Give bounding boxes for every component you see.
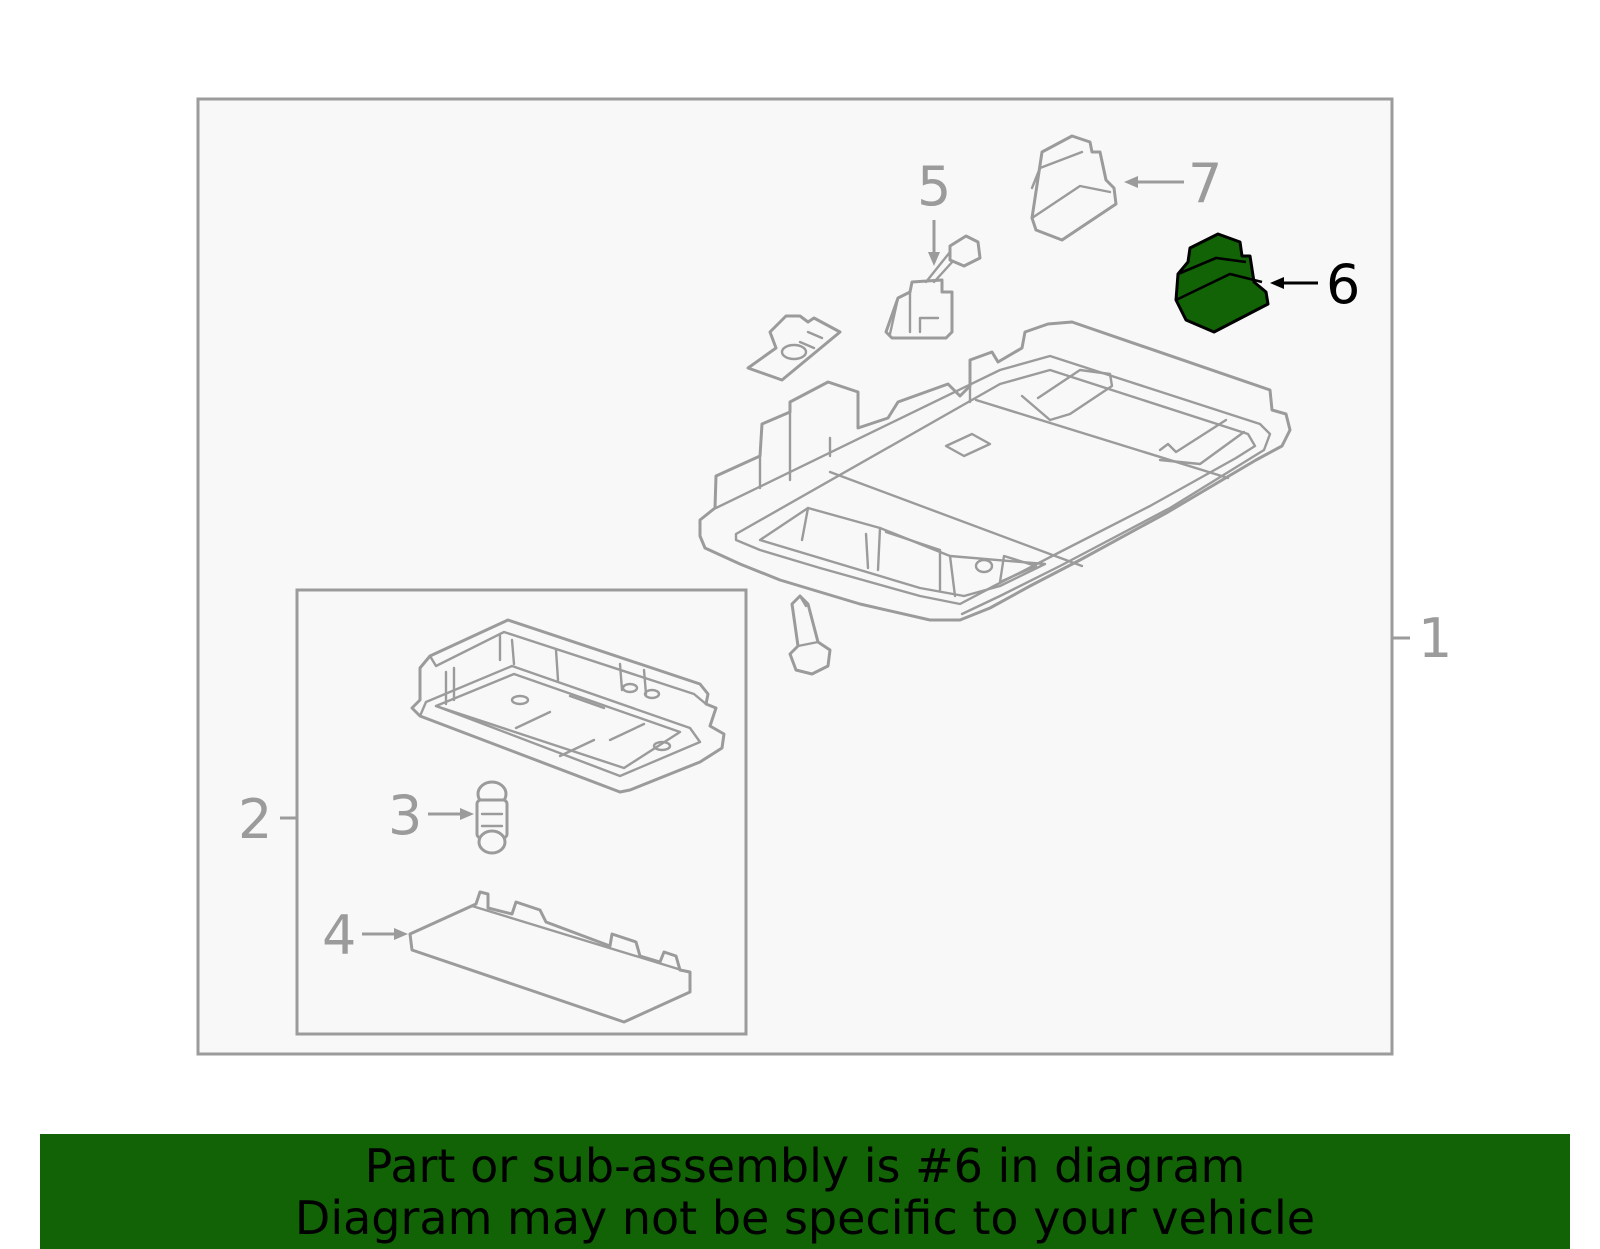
part-5-socket[interactable] xyxy=(884,234,982,340)
callout-1: 1 xyxy=(1418,607,1452,670)
callout-5: 5 xyxy=(917,155,951,218)
part-3-bulb[interactable] xyxy=(475,780,509,855)
info-banner: Part or sub-assembly is #6 in diagram Di… xyxy=(40,1134,1570,1249)
screw[interactable] xyxy=(788,594,832,676)
callout-3: 3 xyxy=(388,784,422,847)
part-4-lens[interactable] xyxy=(408,890,692,1024)
part-2-lamp-housing[interactable] xyxy=(410,618,726,794)
part-1-console-housing[interactable] xyxy=(698,320,1292,622)
leader-7 xyxy=(1124,176,1184,188)
callout-2: 2 xyxy=(238,788,272,851)
callout-7: 7 xyxy=(1188,152,1222,215)
part-6-highlighted-clip[interactable] xyxy=(1174,232,1270,334)
banner-line-2: Diagram may not be specific to your vehi… xyxy=(294,1190,1316,1245)
mounting-bracket[interactable] xyxy=(746,314,842,382)
leader-3 xyxy=(428,808,474,820)
part-7-clip[interactable] xyxy=(1030,134,1118,242)
callout-4: 4 xyxy=(322,904,356,967)
leader-6 xyxy=(1270,277,1318,289)
leader-5 xyxy=(928,220,940,266)
leader-4 xyxy=(362,928,408,940)
banner-line-1: Part or sub-assembly is #6 in diagram xyxy=(364,1138,1246,1193)
callout-6: 6 xyxy=(1326,253,1360,316)
